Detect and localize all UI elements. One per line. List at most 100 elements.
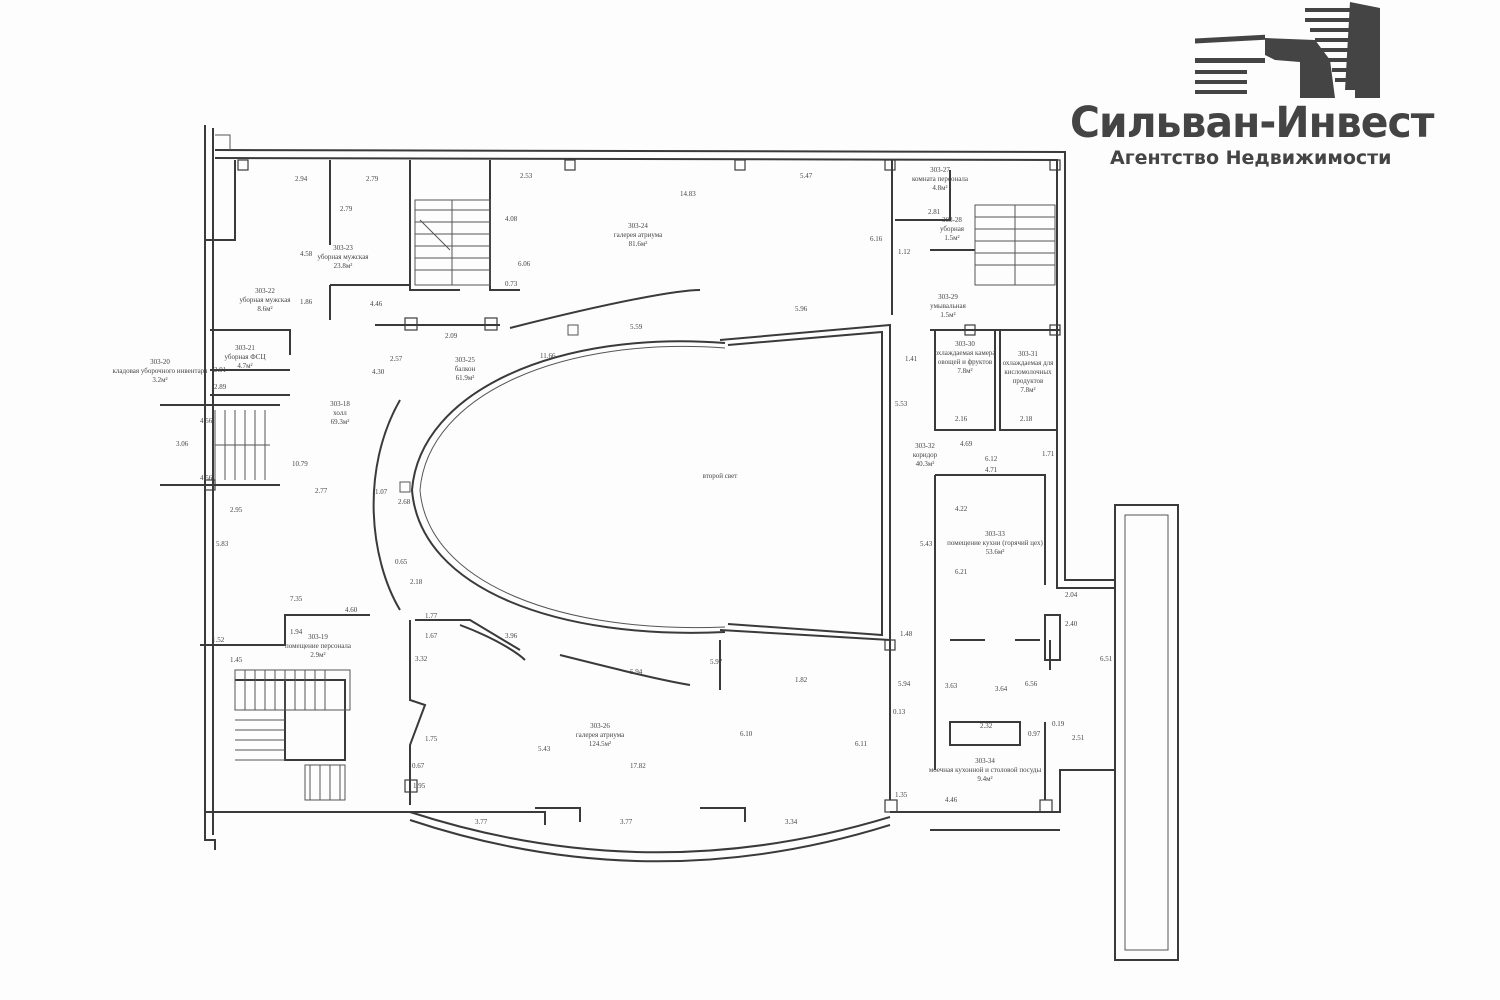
dimension-label: 5.96 [795,305,808,313]
dimension-label: 0.97 [1028,730,1041,738]
dimension-label: 1.12 [898,248,911,256]
atrium-label: второй свет [702,472,738,480]
dimension-label: 4.46 [945,796,958,804]
atrium-void [372,289,726,686]
dimension-label: 2.81 [928,208,941,216]
dimension-label: 2.79 [366,175,379,183]
dimension-label: 2.53 [520,172,533,180]
dimension-label: 2.09 [445,332,458,340]
dimension-label: 2.89 [214,383,227,391]
dimension-label: 2.16 [955,415,968,423]
dimension-label: 4.46 [370,300,383,308]
dimension-label: 3.64 [995,685,1008,693]
dimension-label: 4.30 [372,368,385,376]
dimension-label: 2.18 [1020,415,1033,423]
dimension-label: 1.52 [212,636,225,644]
dimension-label: 6.16 [870,235,883,243]
dimension-label: 2.18 [410,578,423,586]
dimension-label: 2.91 [214,366,227,374]
dimension-label: 3.06 [176,440,189,448]
building-logo-icon [1195,2,1380,98]
logo-subtitle: Агентство Недвижимости [1110,147,1392,169]
dimension-label: 3.77 [620,818,633,826]
dimension-label: 1.77 [425,612,438,620]
dimension-label: 5.53 [895,400,908,408]
dimension-label: 11.66 [540,352,556,360]
dimension-label: 6.06 [518,260,531,268]
dimension-label: 4.58 [300,250,313,258]
dimension-label: 4.56 [200,417,213,425]
dimension-label: 0.65 [395,558,408,566]
dimension-label: 3.32 [415,655,428,663]
dimension-label: 14.83 [680,190,696,198]
dimension-label: 3.96 [505,632,518,640]
dimension-label: 2.04 [1065,591,1078,599]
dimension-label: 1.82 [795,676,808,684]
dimension-label: 2.57 [390,355,403,363]
dimension-label: 3.77 [475,818,488,826]
dimension-label: 5.59 [630,323,643,331]
dimension-label: 4.08 [505,215,518,223]
dimension-label: 1.35 [895,791,908,799]
dimension-label: 5.43 [538,745,551,753]
dimension-label: 2.77 [315,487,328,495]
stairs [214,199,1056,801]
dimension-label: 6.51 [1100,655,1113,663]
dimension-label: 2.68 [398,498,411,506]
dimension-label: 3.34 [785,818,798,826]
dimension-label: 2.95 [230,506,243,514]
dimension-label: 0.19 [1052,720,1065,728]
dimension-label: 5.43 [920,540,933,548]
columns [204,159,1061,813]
dimension-label: 5.97 [710,658,723,666]
dimension-label: 1.67 [425,632,438,640]
dimension-label: 1.48 [900,630,913,638]
dimension-label: 6.12 [985,455,998,463]
dimension-label: 2.40 [1065,620,1078,628]
dimension-label: 0.67 [412,762,425,770]
dimension-label: 1.86 [300,298,313,306]
dimension-label: 4.22 [955,505,968,513]
dimension-label: 1.95 [413,782,426,790]
dimension-label: 3.63 [945,682,958,690]
dimension-label: 1.94 [290,628,303,636]
dimension-label: 1.07 [375,488,388,496]
dimension-label: 6.10 [740,730,753,738]
dimension-label: 17.82 [630,762,646,770]
dimension-label: 5.83 [216,540,229,548]
logo-title: Сильван-Инвест [1070,98,1434,148]
dimension-label: 0.73 [505,280,518,288]
dimension-label: 4.71 [985,466,998,474]
dimension-label: 5.47 [800,172,813,180]
dimension-label: 4.56 [200,474,213,482]
dimension-label: 1.45 [230,656,243,664]
dimension-label: 1.75 [425,735,438,743]
dimension-label: 4.60 [345,606,358,614]
dimension-label: 2.51 [1072,734,1085,742]
dimension-label: 7.35 [290,595,303,603]
dimension-label: 0.13 [893,708,906,716]
dimension-label: 6.21 [955,568,968,576]
dimension-label: 6.11 [855,740,867,748]
dimension-label: 5.94 [630,668,643,676]
outer-walls [204,125,1179,961]
